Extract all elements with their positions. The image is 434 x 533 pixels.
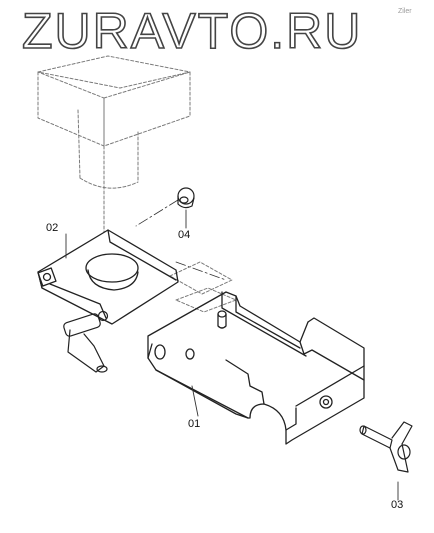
callout-01: 01 — [188, 418, 201, 430]
callout-03: 03 — [391, 499, 404, 511]
clamp-wing-bolt — [63, 310, 109, 373]
part-01-bracket — [147, 291, 365, 445]
callout-04: 04 — [178, 229, 191, 241]
leader-lines — [65, 209, 399, 501]
part-04-nut — [177, 187, 195, 209]
corner-code: Ziler — [398, 8, 412, 15]
assembly-centerline — [135, 199, 227, 281]
callout-02: 02 — [46, 222, 59, 234]
part-03-wing-bolt — [359, 421, 413, 473]
phantom-mount-block — [37, 55, 191, 233]
part-02-clamp — [37, 229, 179, 325]
watermark-logo: ZURAVTO.RU — [21, 3, 363, 59]
